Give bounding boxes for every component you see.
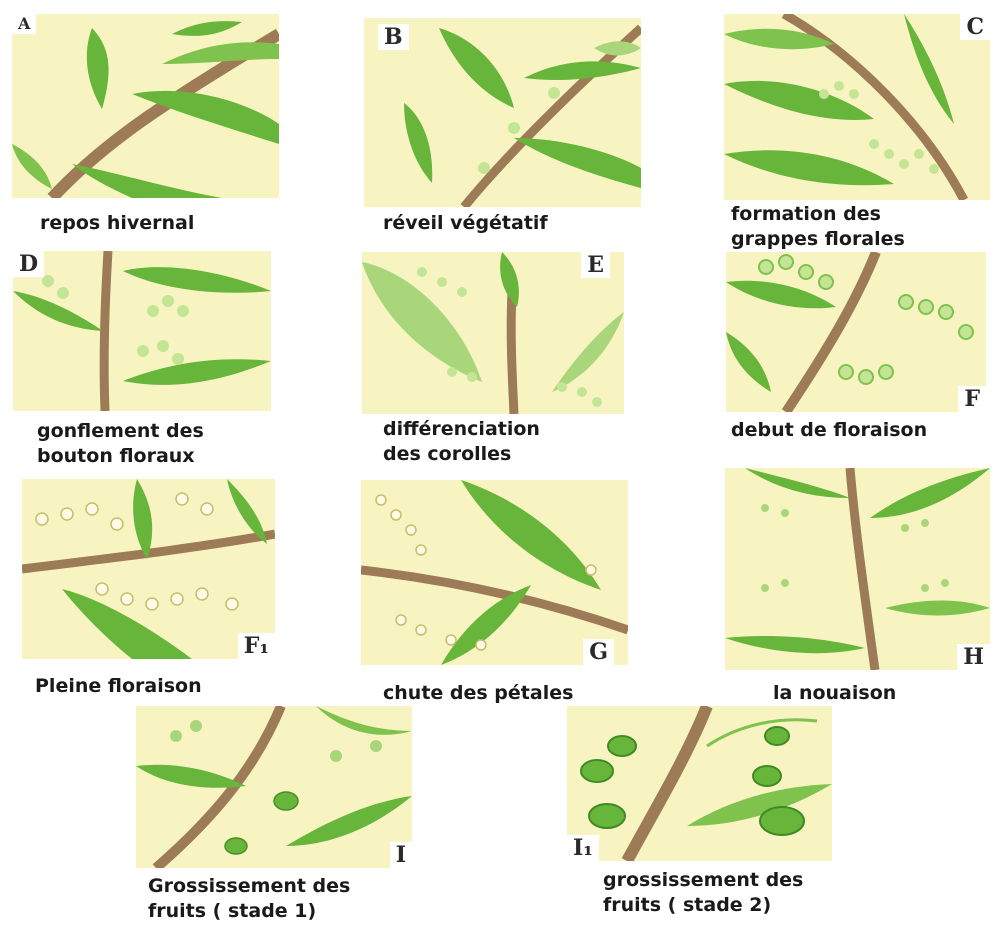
stage-letter-i: I [390,842,412,868]
caption-c-line1: formation des [731,202,881,226]
caption-e-line1: différenciation [383,417,540,441]
stage-letter-f: F [958,386,986,412]
olive-branch-illustration-c [724,14,990,200]
stage-letter-f1: F₁ [238,633,275,659]
stage-panel-c: C [724,14,990,200]
caption-a: repos hivernal [40,211,194,235]
olive-branch-illustration-a [12,14,279,198]
olive-branch-illustration-g [361,480,628,665]
caption-i-line1: Grossissement des [148,874,350,898]
olive-branch-illustration-h [725,468,990,670]
stage-letter-g: G [583,639,614,665]
olive-branch-illustration-d [13,251,271,411]
olive-branch-illustration-f1 [22,479,275,659]
stage-panel-a: A [12,14,279,198]
caption-c-line2: grappes florales [731,227,905,251]
stage-panel-i1: I₁ [567,706,832,861]
olive-branch-illustration-i1 [567,706,832,861]
stage-panel-d: D [13,251,271,411]
caption-d-line2: bouton floraux [37,444,195,468]
caption-b: réveil végétatif [383,211,548,235]
caption-f1: Pleine floraison [35,674,202,698]
stage-letter-e: E [581,252,610,278]
olive-branch-illustration-i [136,706,412,868]
caption-d-line1: gonflement des [37,419,204,443]
stage-panel-e: E [362,252,624,414]
caption-i1-line1: grossissement des [603,868,803,892]
stage-panel-i: I [136,706,412,868]
stage-panel-f1: F₁ [22,479,275,659]
caption-f: debut de floraison [731,418,927,442]
stage-letter-d: D [13,251,44,277]
stage-panel-g: G [361,480,628,665]
stage-letter-b: B [378,24,409,50]
stage-panel-b: B [364,18,641,207]
stage-panel-h: H [725,468,990,670]
caption-h: la nouaison [773,681,896,705]
stage-panel-f: F [726,252,986,412]
stage-letter-h: H [957,644,990,670]
caption-e-line2: des corolles [383,442,511,466]
caption-i1-line2: fruits ( stade 2) [603,893,771,917]
caption-i-line2: fruits ( stade 1) [148,899,316,923]
stage-letter-a: A [12,14,36,34]
caption-g: chute des pétales [383,681,573,705]
stage-letter-c: C [960,14,990,40]
stage-letter-i1: I₁ [567,835,599,861]
olive-branch-illustration-f [726,252,986,412]
